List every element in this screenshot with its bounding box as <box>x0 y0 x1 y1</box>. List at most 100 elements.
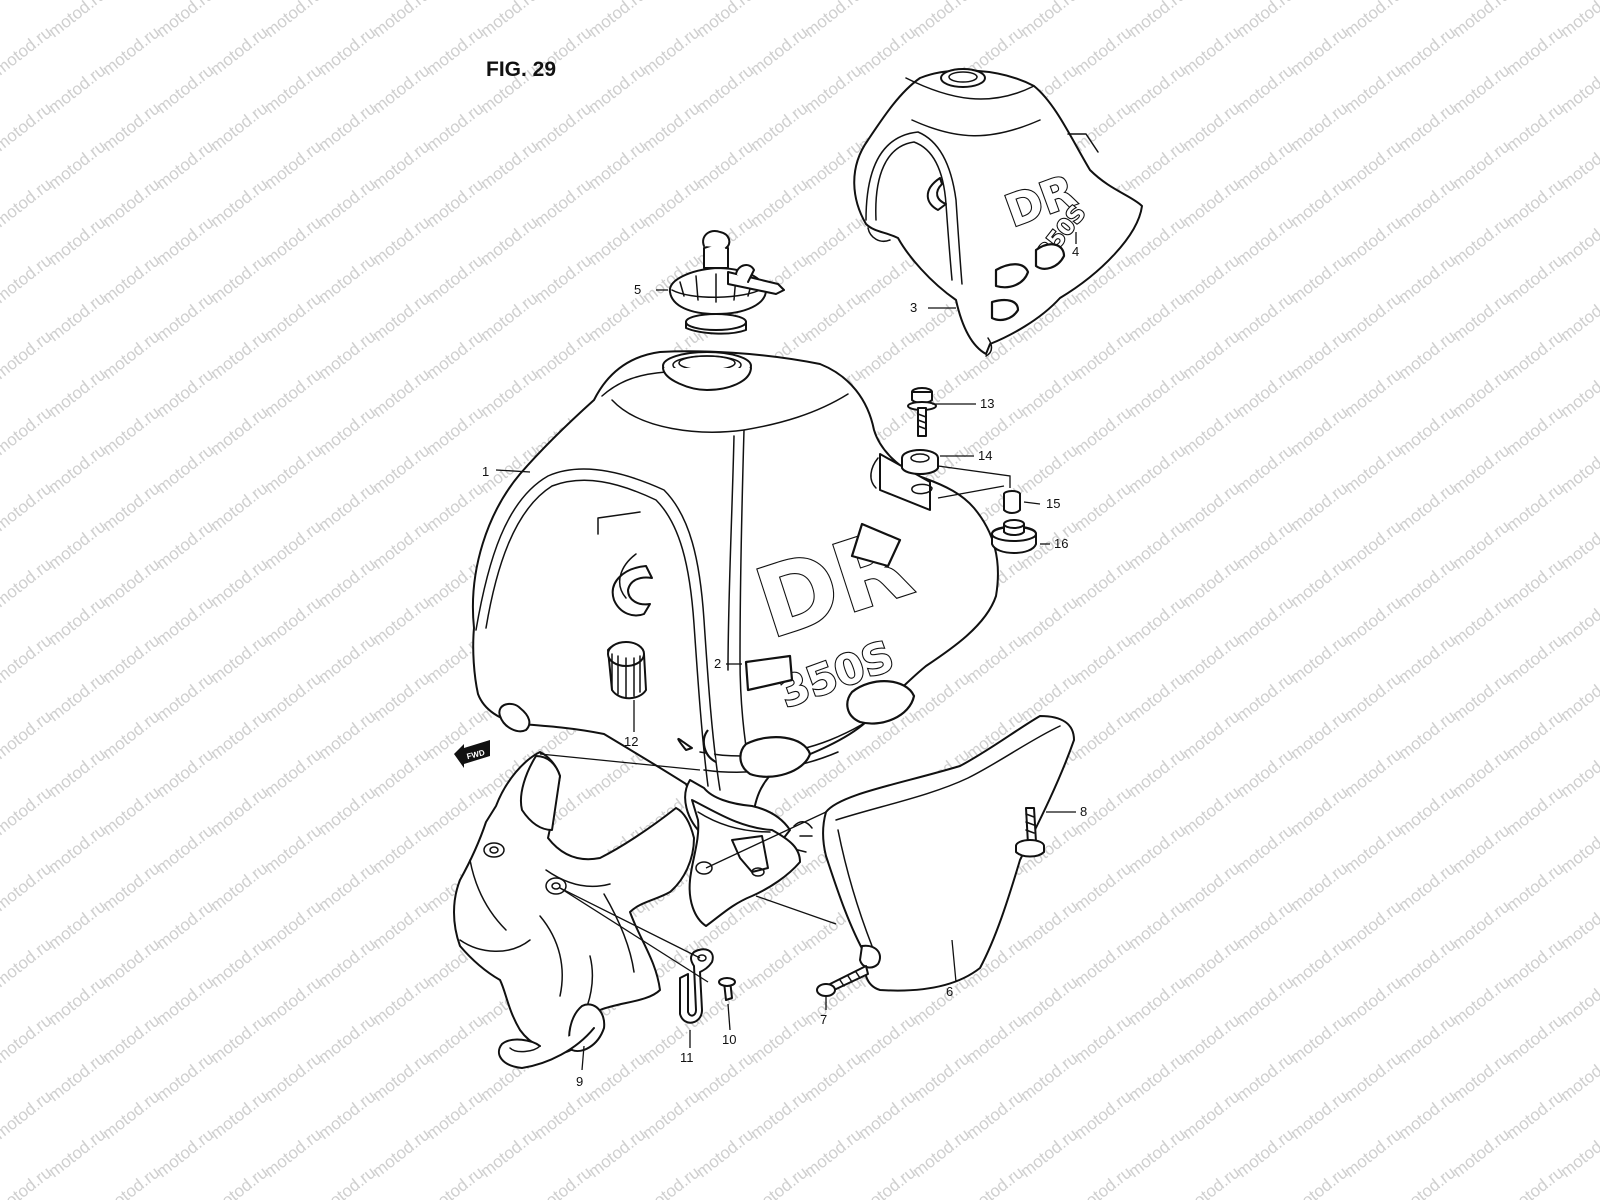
watermark-text: motod.ru <box>1287 327 1352 383</box>
watermark-text: motod.ru <box>207 1163 272 1200</box>
watermark-text: motod.ru <box>1179 175 1244 231</box>
callout-14: 14 <box>978 448 992 463</box>
watermark-text: motod.ru <box>1125 441 1190 497</box>
watermark-text: motod.ru <box>693 137 758 193</box>
watermark-text: motod.ru <box>1449 1125 1514 1181</box>
watermark-text: motod.ru <box>315 1087 380 1143</box>
callout-16: 16 <box>1054 536 1068 551</box>
watermark-text: motod.ru <box>1503 479 1568 535</box>
watermark-text: motod.ru <box>1503 783 1568 839</box>
watermark-text: motod.ru <box>315 631 380 687</box>
watermark-text: motod.ru <box>1125 137 1190 193</box>
watermark-text: motod.ru <box>369 745 434 801</box>
watermark-text: motod.ru <box>45 517 110 573</box>
watermark-text: motod.ru <box>261 593 326 649</box>
cushion-washer <box>901 449 939 475</box>
watermark-text: motod.ru <box>1125 973 1190 1029</box>
watermark-text: motod.ru <box>639 23 704 79</box>
watermark-text: motod.ru <box>531 327 596 383</box>
watermark-text: motod.ru <box>693 1049 758 1105</box>
watermark-text: motod.ru <box>207 23 272 79</box>
watermark-text: motod.ru <box>153 669 218 725</box>
watermark-text: motod.ru <box>477 0 542 41</box>
leader-lines <box>495 232 1077 1071</box>
watermark-text: motod.ru <box>1287 555 1352 611</box>
watermark-text: motod.ru <box>747 23 812 79</box>
watermark-text: motod.ru <box>1341 1125 1406 1181</box>
watermark-text: motod.ru <box>1125 61 1190 117</box>
center-mount-bracket <box>688 799 801 927</box>
watermark-text: motod.ru <box>0 0 55 3</box>
watermark-text: motod.ru <box>1341 0 1406 41</box>
watermark-text: motod.ru <box>369 365 434 421</box>
side-cover-right <box>822 715 1075 992</box>
watermark-text: motod.ru <box>153 745 218 801</box>
watermark-text: motod.ru <box>1071 327 1136 383</box>
fwd-label: FWD <box>466 748 486 761</box>
watermark-text: motod.ru <box>369 441 434 497</box>
watermark-text: motod.ru <box>0 479 55 535</box>
watermark-text: motod.ru <box>855 327 920 383</box>
watermark-text: motod.ru <box>0 1011 55 1067</box>
watermark-text: motod.ru <box>693 1125 758 1181</box>
watermark-text: motod.ru <box>1233 365 1298 421</box>
watermark-text: motod.ru <box>1071 707 1136 763</box>
watermark-text: motod.ru <box>747 175 812 231</box>
watermark-text: motod.ru <box>747 1163 812 1200</box>
watermark-text: motod.ru <box>423 403 488 459</box>
watermark-text: motod.ru <box>1503 175 1568 231</box>
watermark-text: motod.ru <box>207 859 272 915</box>
watermark-text: motod.ru <box>207 935 272 991</box>
watermark-text: motod.ru <box>855 1163 920 1200</box>
watermark-text: motod.ru <box>1179 99 1244 155</box>
callout-1: 1 <box>482 464 489 479</box>
watermark-text: motod.ru <box>1503 99 1568 155</box>
watermark-text: motod.ru <box>153 137 218 193</box>
callout-9: 9 <box>576 1074 583 1089</box>
watermark-text: motod.ru <box>1233 1049 1298 1105</box>
watermark-text: motod.ru <box>1017 593 1082 649</box>
watermark-text: motod.ru <box>315 251 380 307</box>
watermark-text: motod.ru <box>1449 0 1514 41</box>
watermark-text: motod.ru <box>909 669 974 725</box>
watermark-text: motod.ru <box>45 593 110 649</box>
watermark-text: motod.ru <box>0 631 55 687</box>
tank-mount-bracket-hole <box>911 483 933 495</box>
wire-clamp <box>679 948 714 1024</box>
watermark-text: motod.ru <box>99 403 164 459</box>
watermark-text: motod.ru <box>1071 935 1136 991</box>
watermark-text: motod.ru <box>45 897 110 953</box>
watermark-text: motod.ru <box>1395 1011 1460 1067</box>
watermark-text: motod.ru <box>639 175 704 231</box>
watermark-text: motod.ru <box>153 0 218 41</box>
watermark-text: motod.ru <box>1179 479 1244 535</box>
watermark-text: motod.ru <box>99 251 164 307</box>
watermark-text: motod.ru <box>0 99 55 155</box>
watermark-text: motod.ru <box>1125 821 1190 877</box>
watermark-text: motod.ru <box>693 0 758 41</box>
watermark-text: motod.ru <box>1395 935 1460 991</box>
callout-11: 11 <box>680 1050 694 1065</box>
watermark-text: motod.ru <box>1125 1125 1190 1181</box>
watermark-text: motod.ru <box>1125 669 1190 725</box>
watermark-text: motod.ru <box>1503 1011 1568 1067</box>
watermark-text: motod.ru <box>207 327 272 383</box>
watermark-text: motod.ru <box>747 1011 812 1067</box>
watermark-text: motod.ru <box>1071 23 1136 79</box>
watermark-text: motod.ru <box>477 289 542 345</box>
callout-13: 13 <box>980 396 994 411</box>
watermark-text: motod.ru <box>1503 555 1568 611</box>
watermark-text: motod.ru <box>99 935 164 991</box>
watermark-text: motod.ru <box>99 555 164 611</box>
watermark-text: motod.ru <box>261 213 326 269</box>
watermark-text: motod.ru <box>1179 555 1244 611</box>
watermark-text: motod.ru <box>1287 707 1352 763</box>
watermark-text: motod.ru <box>1179 23 1244 79</box>
watermark-text: motod.ru <box>1287 859 1352 915</box>
watermark-text: motod.ru <box>45 441 110 497</box>
watermark-text: motod.ru <box>477 137 542 193</box>
watermark-text: motod.ru <box>531 175 596 231</box>
watermark-text: motod.ru <box>963 403 1028 459</box>
watermark-text: motod.ru <box>1233 593 1298 649</box>
watermark-text: motod.ru <box>369 137 434 193</box>
